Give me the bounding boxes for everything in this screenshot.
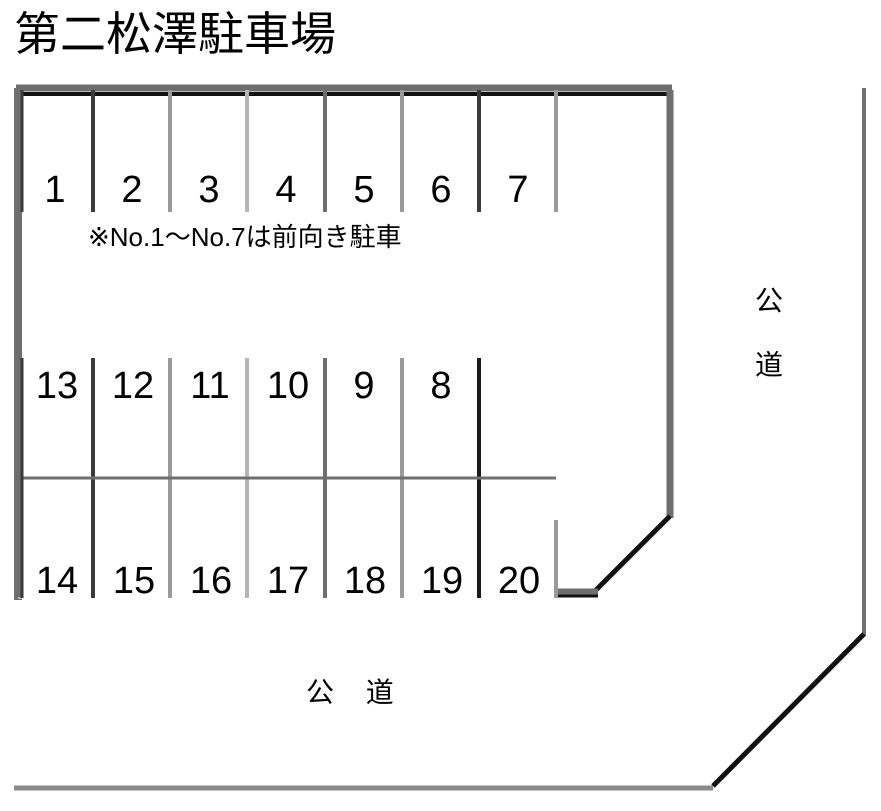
stall-3[interactable]: 3 [198,169,220,211]
stall-6[interactable]: 6 [430,169,452,211]
stall-4[interactable]: 4 [275,169,297,211]
stall-13[interactable]: 13 [35,365,79,407]
public-road-outline [14,88,866,791]
stall-14[interactable]: 14 [35,560,79,602]
front-facing-parking-note: ※No.1〜No.7は前向き駐車 [88,222,402,252]
stall-2[interactable]: 2 [121,169,143,211]
stall-11[interactable]: 11 [190,365,230,407]
stall-10[interactable]: 10 [266,365,310,407]
road-label-bottom: 公 道 [306,677,406,708]
stall-19[interactable]: 19 [420,560,464,602]
road-label-right: 公道 [752,286,783,414]
stall-20[interactable]: 20 [497,560,541,602]
stall-12[interactable]: 12 [111,365,155,407]
stall-8[interactable]: 8 [430,365,452,407]
page-title: 第二松澤駐車場 [14,8,336,60]
stall-9[interactable]: 9 [353,365,375,407]
stall-17[interactable]: 17 [266,560,310,602]
lot-boundary [14,84,674,600]
stall-7[interactable]: 7 [507,169,529,211]
top-row-dividers [91,90,558,212]
stall-5[interactable]: 5 [353,169,375,211]
stall-15[interactable]: 15 [112,560,156,602]
stall-18[interactable]: 18 [343,560,387,602]
stall-16[interactable]: 16 [189,560,233,602]
stall-1[interactable]: 1 [44,169,66,211]
